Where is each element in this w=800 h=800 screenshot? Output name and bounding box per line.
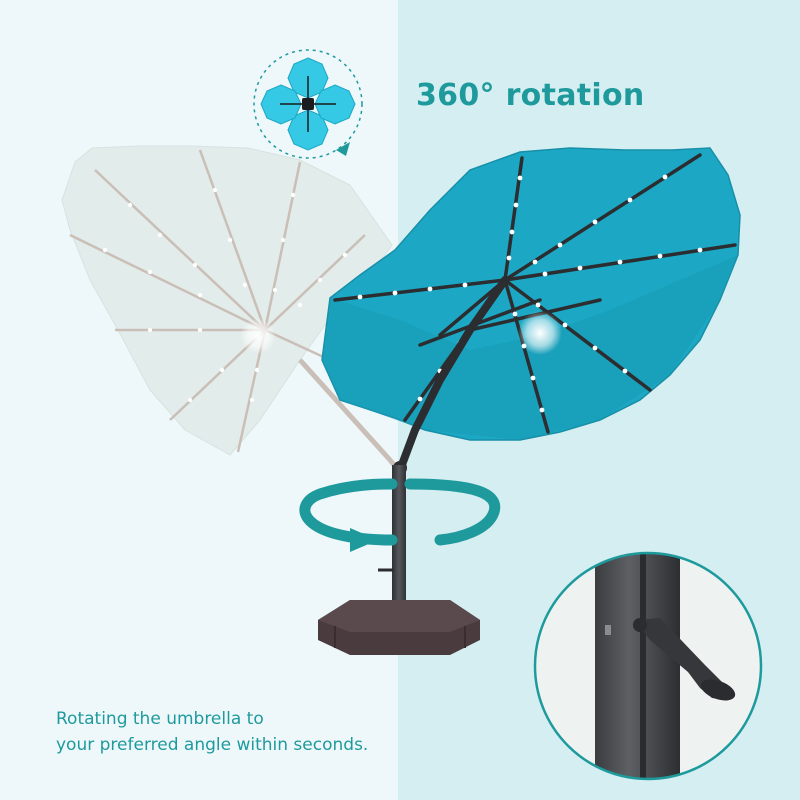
ghost-light-glow	[240, 318, 276, 354]
rotation-positions-icon	[253, 49, 363, 159]
circular-arrow-icon	[299, 478, 501, 552]
cantilever-arm	[396, 276, 509, 474]
headline: 360° rotation	[416, 78, 645, 113]
ghost-canopy	[61, 145, 393, 456]
crank-handle-closeup	[533, 551, 763, 781]
caption-line-2: your preferred angle within seconds.	[56, 735, 369, 755]
teal-umbrella	[321, 147, 741, 475]
umbrella-pole	[392, 465, 406, 615]
led-light-glow	[518, 311, 562, 355]
caption: Rotating the umbrella to your preferred …	[56, 706, 396, 758]
ghost-umbrella	[61, 145, 400, 472]
caption-line-1: Rotating the umbrella to	[56, 709, 264, 729]
umbrella-base	[318, 600, 480, 655]
